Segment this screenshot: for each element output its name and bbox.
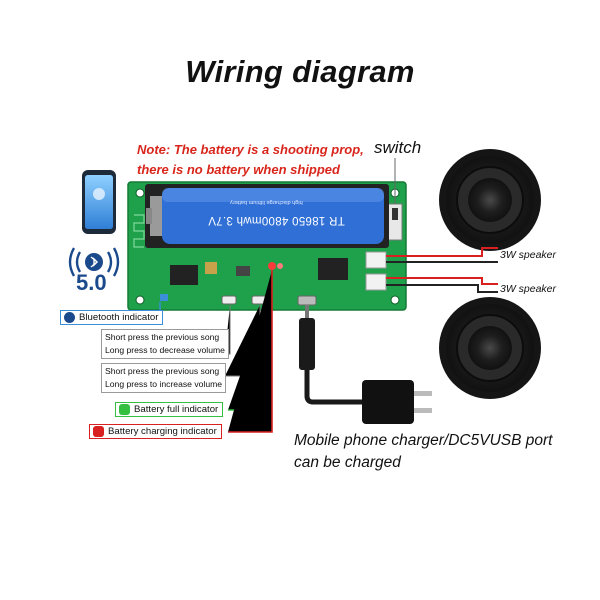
- battery-note-line2: there is no battery when shipped: [137, 162, 340, 177]
- battery-charging-indicator-label: Battery charging indicator: [89, 424, 222, 439]
- speaker-icon: [439, 297, 541, 399]
- charger-line1: Mobile phone charger/DC5VUSB port: [294, 432, 553, 449]
- bluetooth-icon: [64, 312, 75, 323]
- prev-button-note: Short press the previous song Long press…: [101, 329, 229, 359]
- battery-charging-text: Battery charging indicator: [108, 426, 217, 437]
- next-note-line1: Short press the previous song: [105, 366, 220, 376]
- charger-icon: [299, 305, 432, 424]
- phone-icon: [82, 170, 116, 234]
- leader-lines: [159, 270, 273, 433]
- speaker-label-top: 3W speaker: [500, 249, 557, 261]
- next-note-line2: Long press to increase volume: [105, 379, 223, 389]
- prev-note-line1: Short press the previous song: [105, 332, 220, 342]
- speaker-label-bottom: 3W speaker: [500, 283, 557, 295]
- charger-note: Mobile phone charger/DC5VUSB port can be…: [294, 430, 552, 474]
- bluetooth-indicator-text: Bluetooth indicator: [79, 312, 159, 323]
- bluetooth-indicator-label: Bluetooth indicator: [60, 310, 164, 325]
- prev-note-line2: Long press to decrease volume: [105, 345, 225, 355]
- battery-charging-icon: [93, 426, 104, 437]
- speaker-wires: [386, 247, 498, 293]
- battery-note-line1: Note: The battery is a shooting prop,: [137, 142, 364, 157]
- battery-label: TR 18650 4800mwh 3.7V: [208, 214, 345, 226]
- bluetooth-icon: [68, 247, 120, 277]
- bluetooth-version: 5.0: [76, 270, 107, 295]
- speaker-icon: [439, 149, 541, 251]
- next-button-note: Short press the previous song Long press…: [101, 363, 227, 393]
- battery-full-icon: [119, 404, 130, 415]
- battery-note: Note: The battery is a shooting prop, th…: [137, 140, 364, 180]
- switch-label: switch: [374, 138, 422, 157]
- battery-small-label: high discharge lithium battery: [230, 199, 303, 205]
- battery: [145, 184, 389, 248]
- charger-line2: can be charged: [294, 454, 401, 471]
- battery-full-indicator-label: Battery full indicator: [115, 402, 224, 417]
- page-title: Wiring diagram: [185, 54, 415, 89]
- battery-full-text: Battery full indicator: [134, 404, 219, 415]
